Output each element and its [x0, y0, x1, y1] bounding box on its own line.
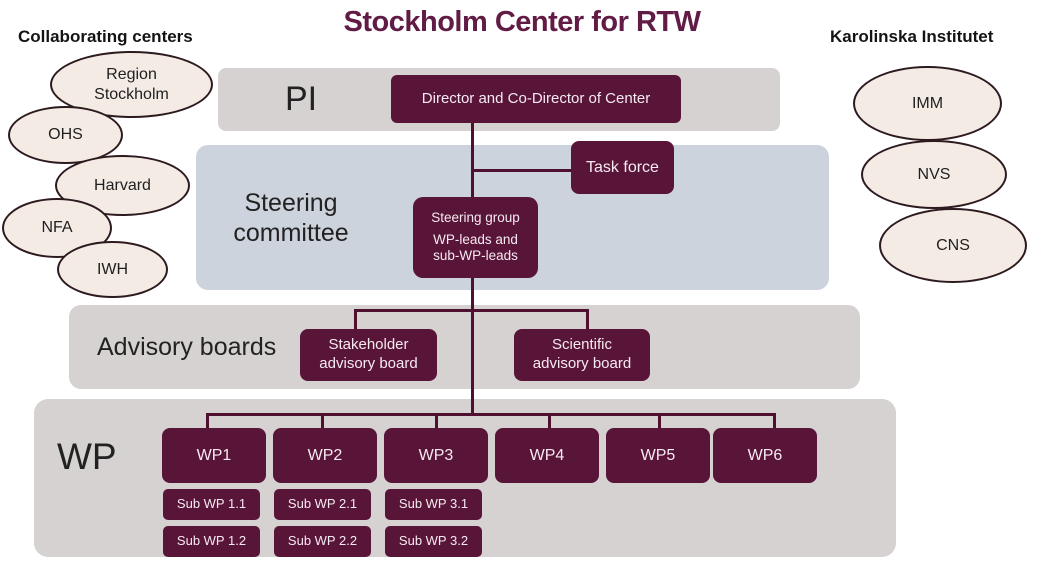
connector-drop-scientific: [586, 309, 589, 330]
connector-task-force-branch: [473, 169, 572, 172]
ellipse-cns-label: CNS: [936, 236, 970, 254]
ellipse-iwh-label: IWH: [96, 260, 129, 278]
connector-drop-wp2: [321, 413, 324, 429]
steering-group-subtitle: WP-leads and sub-WP-leads: [433, 231, 518, 264]
ellipse-ohs: OHS: [8, 106, 123, 164]
steering-group-title: Steering group: [431, 209, 520, 225]
sub-wp-1-1-box: Sub WP 1.1: [163, 489, 260, 520]
wp6-box: WP6: [713, 428, 817, 483]
connector-drop-wp4: [548, 413, 551, 429]
connector-wp-horizontal: [206, 413, 776, 416]
karolinska-institutet-heading: Karolinska Institutet: [830, 27, 994, 46]
ellipse-nvs: NVS: [861, 140, 1007, 209]
ellipse-iwh: IWH: [57, 241, 168, 298]
wp5-box: WP5: [606, 428, 710, 483]
band-advisory-boards: [69, 305, 860, 389]
advisory-boards-label: Advisory boards: [97, 333, 277, 361]
collaborating-centers-heading: Collaborating centers: [18, 27, 193, 46]
steering-committee-label: Steering committee: [233, 189, 349, 247]
wp1-box: WP1: [162, 428, 266, 483]
scientific-advisory-board-box: Scientific advisory board: [514, 329, 650, 381]
sub-wp-3-2-box: Sub WP 3.2: [385, 526, 482, 557]
connector-drop-wp6: [773, 413, 776, 429]
director-box: Director and Co-Director of Center: [391, 75, 681, 123]
wp3-box: WP3: [384, 428, 488, 483]
connector-drop-wp5: [658, 413, 661, 429]
connector-drop-wp3: [435, 413, 438, 429]
ellipse-harvard-label: Harvard: [94, 176, 151, 194]
connector-advisory-horizontal: [354, 309, 589, 312]
ellipse-imm-label: IMM: [911, 94, 944, 112]
task-force-box: Task force: [571, 141, 674, 194]
steering-group-box: Steering group WP-leads and sub-WP-leads: [413, 197, 538, 278]
wp2-box: WP2: [273, 428, 377, 483]
ellipse-nfa-label: NFA: [41, 219, 73, 237]
ellipse-region-stockholm-label: Region Stockholm: [94, 66, 169, 103]
ellipse-cns: CNS: [879, 208, 1027, 283]
page-title: Stockholm Center for RTW: [343, 6, 701, 38]
sub-wp-2-2-box: Sub WP 2.2: [274, 526, 371, 557]
connector-drop-stakeholder: [354, 309, 357, 330]
stakeholder-advisory-board-box: Stakeholder advisory board: [300, 329, 437, 381]
connector-drop-wp1: [206, 413, 209, 429]
sub-wp-2-1-box: Sub WP 2.1: [274, 489, 371, 520]
sub-wp-1-2-box: Sub WP 1.2: [163, 526, 260, 557]
ellipse-imm: IMM: [853, 66, 1002, 141]
wp-label: WP: [57, 436, 117, 477]
pi-label: PI: [284, 80, 318, 118]
ellipse-nvs-label: NVS: [917, 165, 951, 183]
wp4-box: WP4: [495, 428, 599, 483]
ellipse-ohs-label: OHS: [48, 126, 83, 144]
sub-wp-3-1-box: Sub WP 3.1: [385, 489, 482, 520]
